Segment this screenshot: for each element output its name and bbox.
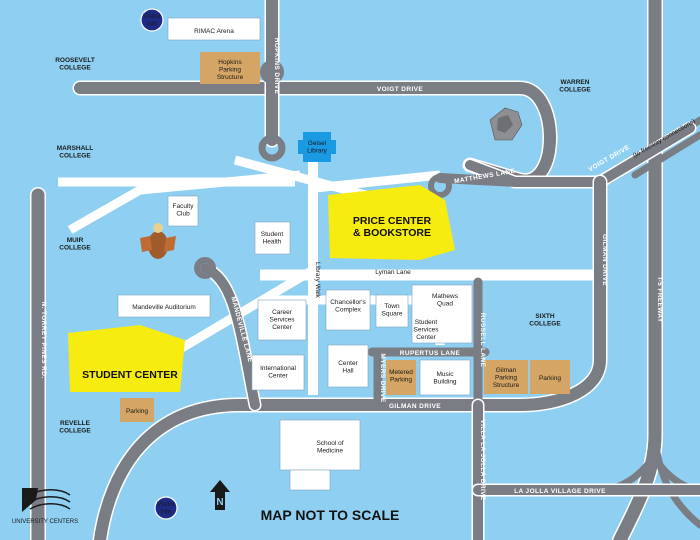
hopkins-upper-roundabout [260, 60, 284, 84]
faculty-club-building[interactable] [167, 195, 199, 227]
label-parking-revelle: Parking [126, 408, 148, 415]
label-price-center: PRICE CENTER& BOOKSTORE [353, 215, 432, 239]
revelle-parking-lot[interactable] [120, 398, 154, 422]
music-building[interactable] [419, 359, 471, 396]
label-library-walk: Library Walk [314, 262, 321, 299]
walkway-muir [67, 170, 301, 234]
gilman-drive-road [94, 176, 606, 540]
mandeville-roundabout [194, 257, 216, 279]
matthews-lane-road [435, 173, 520, 187]
student-center-area[interactable] [68, 325, 185, 392]
map-footer-title: MAP NOT TO SCALE [261, 507, 400, 523]
visitor-info-icon[interactable] [140, 8, 164, 32]
label-mandeville-aud: Mandeville Auditorium [132, 304, 196, 311]
walkway-price-north [314, 170, 441, 193]
label-gilman-drive-east: GILMAN DRIVE [601, 234, 608, 286]
mandeville-lane-road [200, 263, 260, 410]
logo-caption: UNIVERSITY CENTERS [12, 519, 78, 525]
sun-god-statue-icon [489, 107, 523, 141]
label-voigt-drive: VOIGT DRIVE [377, 86, 424, 93]
town-square-building[interactable] [375, 294, 409, 328]
matthews-roundabout [428, 174, 452, 198]
international-center-building[interactable] [251, 354, 305, 391]
label-myers-drive: MYERS DRIVE [379, 353, 386, 402]
label-la-jolla-village: LA JOLLA VILLAGE DRIVE [514, 488, 606, 495]
center-hall-building[interactable] [327, 344, 369, 388]
buildings [117, 17, 570, 491]
student-services-building[interactable] [411, 284, 473, 344]
roads [30, 0, 700, 540]
hopkins-roundabout [258, 134, 286, 162]
price-center-area[interactable] [328, 185, 455, 260]
school-of-medicine-building[interactable] [279, 419, 361, 471]
rimac-arena-building[interactable] [167, 17, 261, 41]
label-i5-freeway: I-5 FREEWAY [656, 277, 663, 323]
label-parking-east: Parking [539, 375, 561, 382]
gilman-parking-building[interactable] [484, 360, 528, 394]
walkways [58, 155, 600, 395]
metered-parking-building[interactable] [386, 360, 416, 395]
voigt-drive-east-road [465, 123, 695, 187]
university-centers-logo-icon: UNIVERSITY CENTERS [12, 488, 78, 525]
mandeville-auditorium-building[interactable] [117, 294, 211, 318]
student-health-building[interactable] [254, 221, 291, 255]
triton-mascot-icon [140, 223, 176, 259]
east-parking-lot[interactable] [530, 360, 570, 394]
highlights [68, 185, 455, 392]
label-hopkins-drive: HOPKINS DRIVE [273, 38, 280, 95]
label-villa-la-jolla: VILLA LA JOLLA DRIVE [479, 419, 486, 501]
label-lyman-lane: Lyman Lane [375, 269, 411, 276]
north-letter: N [216, 497, 223, 508]
chancellors-complex-building[interactable] [325, 289, 371, 331]
label-student-center: STUDENT CENTER [82, 369, 178, 381]
label-russell-lane: RUSSELL LANE [479, 313, 486, 368]
label-torrey-pines: N. TORREY PINES RD. [40, 301, 47, 378]
visitor-info-icon[interactable] [154, 496, 178, 520]
career-services-building[interactable] [257, 299, 307, 341]
label-rimac: RIMAC Arena [194, 28, 234, 35]
hopkins-parking-building[interactable] [200, 52, 260, 84]
label-rupertus-lane: RUPERTUS LANE [400, 350, 461, 357]
label-gilman-drive: GILMAN DRIVE [389, 403, 441, 410]
north-arrow-icon: N [210, 480, 230, 510]
